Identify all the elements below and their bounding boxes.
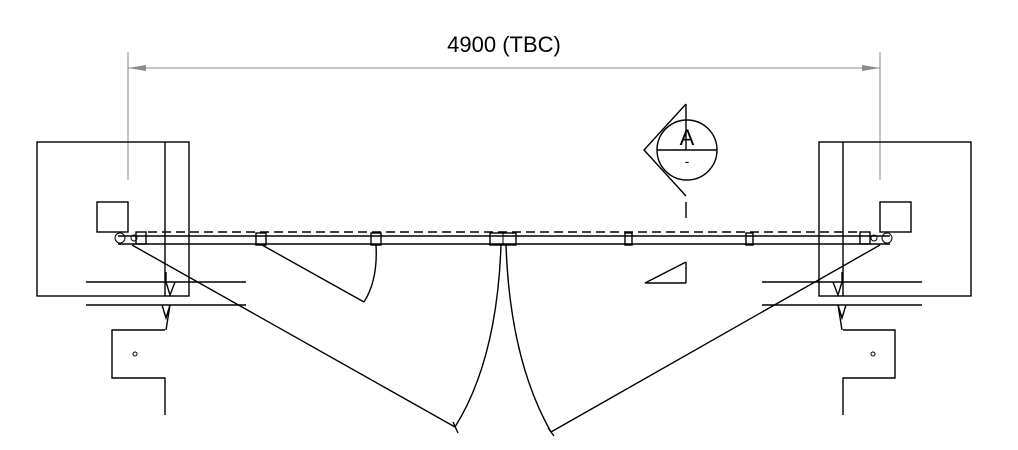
left-wall	[36, 141, 246, 415]
section-marker-arrowhead	[643, 103, 687, 197]
dimension-arrow-left	[128, 65, 146, 71]
right-break-symbol-bottom	[837, 304, 847, 331]
left-pivot-pin	[130, 234, 138, 242]
left-lower-wall	[111, 329, 166, 415]
dimension-arrow-right	[862, 65, 880, 71]
left-break-symbol-top	[165, 272, 176, 298]
door-leaves	[118, 231, 890, 246]
left-pivot-circle	[114, 232, 126, 244]
right-column-outline	[818, 141, 972, 297]
leaf-hinge-4	[745, 232, 754, 246]
section-marker-letter: A	[680, 125, 695, 150]
right-pivot-pin	[870, 234, 878, 242]
left-main-leaf-open	[131, 244, 456, 428]
section-marker-lower-arrow	[644, 261, 687, 284]
right-pivot-circle	[881, 232, 893, 244]
section-marker-sheet: -	[685, 153, 690, 169]
right-main-leaf-open	[550, 244, 881, 433]
left-fixing-dot	[132, 351, 138, 357]
left-motor-box	[96, 201, 129, 233]
swing-paths	[131, 244, 881, 437]
right-break-symbol-top	[832, 272, 843, 298]
leaf-hinge-1	[255, 232, 267, 246]
right-arm-bracket	[859, 231, 871, 245]
right-leaf-end-tick	[547, 427, 555, 437]
right-lower-wall	[842, 329, 896, 415]
overall-width-dimension: 4900 (TBC)	[127, 32, 881, 180]
left-inner-leaf-arc	[363, 244, 377, 303]
right-motor-box	[879, 201, 912, 233]
right-main-leaf-arc	[505, 244, 552, 433]
left-main-leaf-arc	[454, 244, 502, 428]
left-inner-leaf-open	[261, 244, 365, 303]
left-column-outline	[36, 141, 190, 297]
leaf-hinge-2	[370, 232, 382, 246]
dimension-label: 4900 (TBC)	[447, 32, 561, 57]
right-wall	[762, 141, 972, 415]
right-fixing-dot	[870, 351, 876, 357]
left-break-symbol-bottom	[161, 304, 171, 331]
leaf-hinge-3	[624, 232, 633, 246]
left-leaf-end-tick	[452, 421, 459, 434]
section-marker-a: A -	[643, 103, 718, 284]
